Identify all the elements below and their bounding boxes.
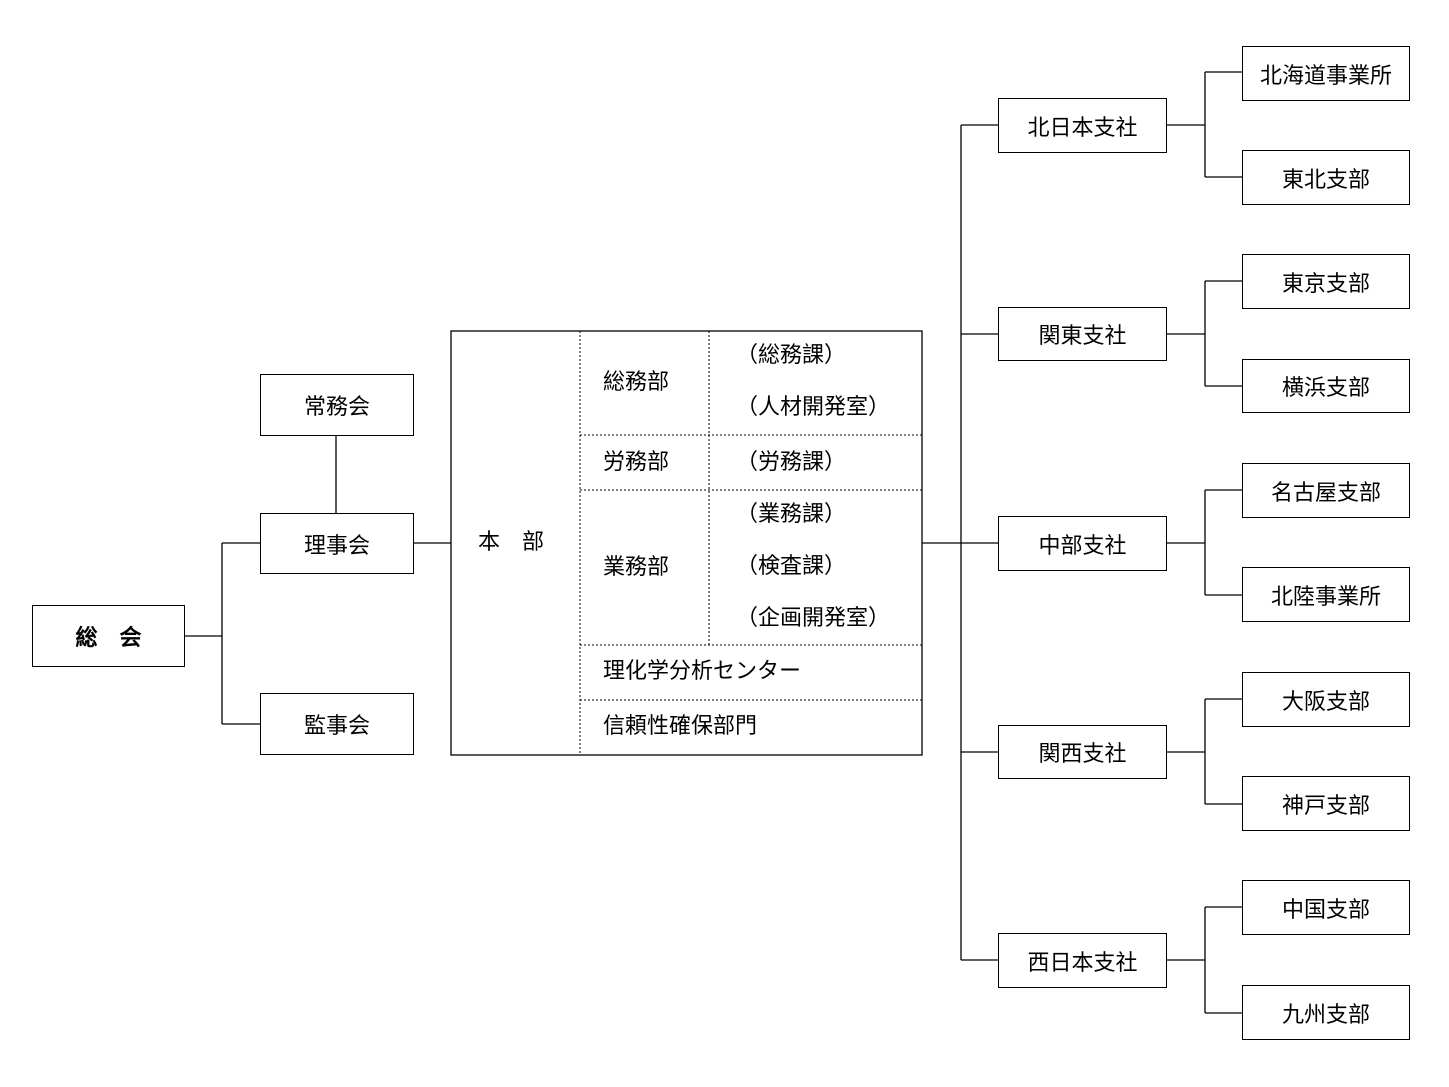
section-labor: （労務課） xyxy=(736,450,847,475)
office-box: 九州支部 xyxy=(1242,985,1410,1040)
headquarters-title: 本 部 xyxy=(478,530,545,555)
dept-analysis-center: 理化学分析センター xyxy=(603,659,802,684)
branch-box: 関西支社 xyxy=(998,725,1167,779)
auditors-box: 監事会 xyxy=(260,693,414,755)
office-box: 横浜支部 xyxy=(1242,359,1410,413)
section-general-affairs: （総務課） xyxy=(736,343,847,368)
branch-box: 中部支社 xyxy=(998,516,1167,571)
section-hr-development: （人材開発室） xyxy=(736,395,891,420)
executive-committee-box: 常務会 xyxy=(260,374,414,436)
section-planning-development: （企画開発室） xyxy=(736,606,891,631)
office-box: 東北支部 xyxy=(1242,150,1410,205)
branch-box: 北日本支社 xyxy=(998,98,1167,153)
office-box: 名古屋支部 xyxy=(1242,463,1410,518)
office-box: 大阪支部 xyxy=(1242,672,1410,727)
general-meeting-box: 総 会 xyxy=(32,605,185,667)
office-box: 北海道事業所 xyxy=(1242,46,1410,101)
dept-labor: 労務部 xyxy=(603,450,670,475)
office-box: 北陸事業所 xyxy=(1242,567,1410,622)
section-operations: （業務課） xyxy=(736,502,847,527)
branch-box: 西日本支社 xyxy=(998,933,1167,988)
office-box: 中国支部 xyxy=(1242,880,1410,935)
dept-operations: 業務部 xyxy=(603,555,670,580)
dept-reliability-assurance: 信頼性確保部門 xyxy=(603,714,758,739)
section-inspection: （検査課） xyxy=(736,554,847,579)
board-box: 理事会 xyxy=(260,513,414,574)
office-box: 神戸支部 xyxy=(1242,776,1410,831)
branch-box: 関東支社 xyxy=(998,307,1167,361)
office-box: 東京支部 xyxy=(1242,254,1410,309)
dept-general-affairs: 総務部 xyxy=(603,370,670,395)
headquarters-block xyxy=(450,330,923,756)
